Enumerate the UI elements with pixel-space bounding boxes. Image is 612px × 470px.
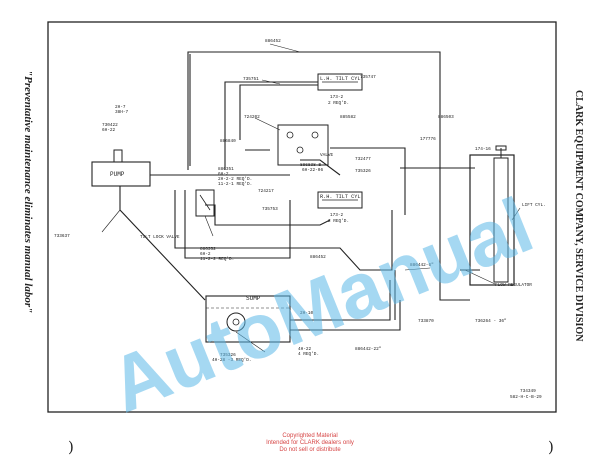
label-886838b: 6H-22-06 — [302, 168, 323, 173]
label-730422b: 6H-22 — [102, 128, 116, 133]
label-886351: 886351 — [218, 167, 234, 172]
label-886351b: 6H-2 — [218, 172, 229, 177]
label-2h7b: 38H-7 — [115, 110, 129, 115]
label-886838: 886838-B — [300, 163, 321, 168]
label-735326-b: 735326 — [220, 353, 236, 358]
copyright-notice: Copyrighted Material Intended for CLARK … — [240, 433, 380, 454]
side-text-left: "Preventative maintenance eliminates man… — [20, 70, 40, 430]
label-886503: 886503 — [438, 115, 454, 120]
label-886452-top: 886452 — [265, 39, 281, 44]
label-724217: 724217 — [258, 189, 274, 194]
label-886352c: 11-2-2 REQ'D. — [200, 257, 234, 262]
label-733637: 733637 — [54, 234, 70, 239]
label-flow-reg: FLOW REGULATOR — [495, 283, 532, 288]
label-173-top: 173-2 — [330, 95, 344, 100]
label-736264: 736264 - 36" — [475, 319, 507, 324]
sump: SUMP — [205, 295, 291, 343]
label-732477: 732477 — [355, 157, 371, 162]
copyright-line2: Intended for CLARK dealers only — [266, 440, 354, 446]
leader-lines — [101, 43, 521, 353]
lh-tilt-cyl: L.H. TILT CYL. — [317, 73, 364, 91]
label-4h22a: 4H-22 — [298, 347, 312, 352]
label-735326-c: 4H-28 -3 REQ'D. — [212, 358, 252, 363]
label-735326: 735326 — [355, 169, 371, 174]
pump-label: PUMP — [110, 171, 125, 178]
label-886351c: 2H-2-2 REQ'D. — [218, 177, 252, 182]
copyright-line3: Do not sell or distribute — [279, 447, 341, 453]
diagram-border — [47, 21, 557, 413]
side-right-label: CLARK EQUIPMENT COMPANY, SERVICE DIVISIO… — [573, 90, 584, 342]
label-735747: 735747 — [360, 75, 376, 80]
watermark-text: AutoManual — [98, 180, 545, 429]
label-4h22b: 4 REQ'D. — [298, 352, 319, 357]
lift-cyl — [469, 145, 515, 286]
label-2h10: 2H-10 — [300, 311, 314, 316]
sump-label: SUMP — [246, 295, 261, 302]
lh-tilt-cyl-label: L.H. TILT CYL. — [320, 76, 364, 82]
label-valve: VALVE — [320, 153, 334, 158]
label-733870: 733870 — [418, 319, 434, 324]
label-886442-b: 886442-22" — [355, 347, 382, 352]
label-req-top: 2 REQ'D. — [328, 101, 349, 106]
footer-code: 734349 — [520, 389, 536, 394]
valve-block — [277, 124, 329, 166]
label-886352: 886352 — [200, 247, 216, 252]
rh-tilt-cyl-label: R.H. TILT CYL. — [320, 194, 364, 200]
label-730422: 730422 — [102, 123, 118, 128]
side-text-right: CLARK EQUIPMENT COMPANY, SERVICE DIVISIO… — [570, 90, 592, 350]
label-724202: 724202 — [244, 115, 260, 120]
label-886452-mid: 886452 — [310, 255, 326, 260]
pump: PUMP — [91, 149, 151, 187]
label-req-mid: 2 REQ'D. — [328, 219, 349, 224]
footer-code2: 582-H-C-B-29 — [510, 395, 542, 400]
label-885582: 885582 — [340, 115, 356, 120]
label-173-mid: 173-2 — [330, 213, 344, 218]
label-886840: 886840 — [220, 139, 236, 144]
label-886351d: 11-2-1 REQ'D. — [218, 182, 252, 187]
rh-tilt-cyl: R.H. TILT CYL. — [317, 191, 364, 209]
binding-mark-right: ) — [548, 438, 554, 456]
tilt-lock-valve — [195, 189, 215, 217]
copyright-line1: Copyrighted Material — [282, 433, 338, 439]
label-lift-cyl: LIFT CYL. — [522, 203, 546, 208]
side-left-label: "Preventative maintenance eliminates man… — [22, 70, 34, 313]
label-174-16: 174-16 — [475, 147, 491, 152]
label-2h7a: 2H-7 — [115, 105, 126, 110]
part-labels: 886452 735751 735747 173-2 2 REQ'D. 7242… — [54, 39, 546, 400]
label-177776: 177776 — [420, 137, 436, 142]
label-735753: 735753 — [262, 207, 278, 212]
label-886442: 886442-6" — [410, 263, 434, 268]
label-886352b: 6H-2 — [200, 252, 211, 257]
label-tilt-lock: TILT LOCK VALVE — [140, 235, 180, 240]
binding-mark-left: ) — [68, 438, 74, 456]
label-735751: 735751 — [243, 77, 259, 82]
